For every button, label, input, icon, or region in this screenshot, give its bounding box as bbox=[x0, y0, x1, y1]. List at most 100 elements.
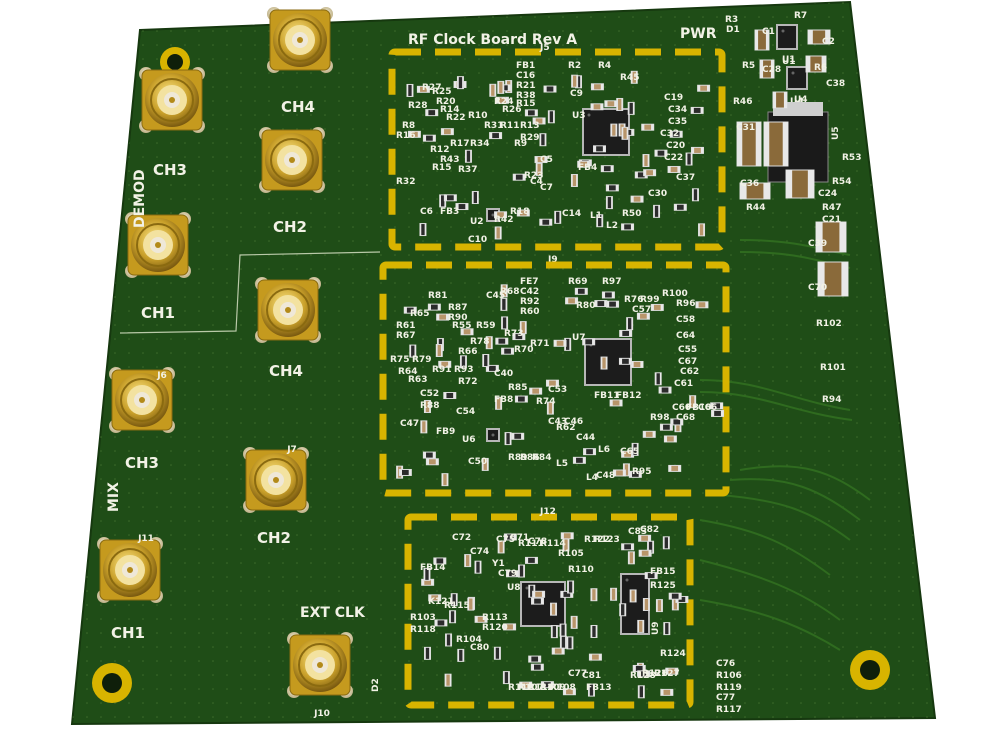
sma-connector-icon[interactable]: CH3 bbox=[139, 67, 205, 179]
component-ref-label: C65 bbox=[620, 447, 639, 457]
component-ref-label: C31 bbox=[736, 123, 755, 133]
sma-connector-icon[interactable]: CH1 bbox=[125, 212, 191, 322]
passive-component bbox=[689, 395, 697, 409]
passive-component bbox=[504, 432, 512, 446]
passive-component bbox=[543, 85, 557, 93]
passive-component bbox=[736, 121, 762, 167]
passive-component bbox=[503, 623, 517, 631]
passive-component bbox=[590, 83, 604, 91]
passive-component bbox=[443, 391, 457, 399]
passive-component bbox=[785, 169, 815, 199]
passive-component bbox=[512, 333, 526, 341]
component-ref-label: R23 bbox=[524, 171, 543, 181]
passive-component bbox=[572, 456, 586, 464]
component-ref-label: R63 bbox=[408, 375, 427, 385]
component-ref-label: R4 bbox=[598, 61, 611, 71]
component-ref-label: C46 bbox=[564, 417, 583, 427]
passive-component bbox=[519, 321, 527, 335]
passive-component bbox=[467, 597, 475, 611]
component-ref-label: R84 bbox=[532, 453, 551, 463]
component-ref-label: FB15 bbox=[650, 567, 676, 577]
component-ref-label: C14 bbox=[562, 209, 581, 219]
component-ref-label: C64 bbox=[676, 331, 695, 341]
ic-ref-label: U8 bbox=[507, 583, 521, 593]
connector-channel-label: CH2 bbox=[273, 218, 307, 236]
sma-connector-icon[interactable]: CH4 bbox=[255, 277, 321, 380]
passive-component bbox=[655, 599, 663, 613]
component-ref-label: R123 bbox=[594, 535, 620, 545]
passive-component bbox=[582, 338, 596, 346]
component-ref-label: R79 bbox=[412, 355, 431, 365]
sma-connector-icon[interactable]: J10 bbox=[287, 632, 353, 719]
shield-ref-label: J9 bbox=[547, 255, 558, 265]
section-divider bbox=[119, 251, 381, 334]
passive-component bbox=[590, 624, 598, 638]
component-ref-label: C75 bbox=[496, 535, 515, 545]
passive-component bbox=[663, 435, 677, 443]
component-ref-label: R115 bbox=[444, 601, 470, 611]
passive-component bbox=[621, 543, 635, 551]
connector-channel-label: CH3 bbox=[125, 454, 159, 472]
component-ref-label: C4 bbox=[530, 177, 543, 187]
passive-component bbox=[667, 165, 681, 173]
passive-component bbox=[570, 173, 578, 187]
passive-component bbox=[600, 165, 614, 173]
component-ref-label: C21 bbox=[822, 215, 841, 225]
component-ref-label: U4 bbox=[794, 95, 808, 105]
component-ref-label: R103 bbox=[410, 613, 436, 623]
passive-component bbox=[559, 635, 567, 649]
passive-component bbox=[501, 347, 515, 355]
passive-component bbox=[560, 590, 574, 598]
passive-component bbox=[711, 409, 725, 417]
component-ref-label: R73 bbox=[504, 329, 523, 339]
component-ref-label: C35 bbox=[668, 117, 687, 127]
component-ref-label: C9 bbox=[570, 89, 583, 99]
passive-component bbox=[583, 448, 597, 456]
passive-component bbox=[419, 223, 427, 237]
passive-component bbox=[669, 130, 683, 138]
component-ref-label: C20 bbox=[666, 141, 685, 151]
component-ref-label: R118 bbox=[410, 625, 436, 635]
component-ref-label: R87 bbox=[448, 303, 467, 313]
component-ref-label: R68 bbox=[500, 287, 519, 297]
passive-component bbox=[460, 328, 474, 336]
passive-component bbox=[565, 297, 579, 305]
passive-component bbox=[438, 360, 452, 368]
component-ref-label: R15 bbox=[432, 163, 451, 173]
component-ref-label: R80 bbox=[576, 301, 595, 311]
passive-component bbox=[423, 646, 431, 660]
component-ref-label: R21 bbox=[516, 81, 535, 91]
component-ref-label: R116 bbox=[528, 683, 554, 693]
component-ref-label: C53 bbox=[548, 385, 567, 395]
passive-component bbox=[471, 191, 479, 205]
component-ref-label: C81 bbox=[582, 671, 601, 681]
component-ref-label: L4 bbox=[586, 473, 598, 483]
signal-traces bbox=[699, 239, 871, 651]
passive-component bbox=[554, 210, 562, 224]
passive-component bbox=[420, 420, 428, 434]
component-ref-label: C83 bbox=[628, 527, 647, 537]
component-ref-label: R120 bbox=[482, 623, 508, 633]
passive-component bbox=[605, 196, 613, 210]
passive-component bbox=[449, 610, 457, 624]
component-ref-label: C76 bbox=[716, 659, 735, 669]
component-ref-label: R92 bbox=[520, 297, 539, 307]
component-ref-label: C24 bbox=[818, 189, 837, 199]
passive-component bbox=[500, 284, 508, 298]
passive-component bbox=[691, 188, 699, 202]
component-ref-label: R102 bbox=[816, 319, 842, 329]
component-ref-label: R27 bbox=[422, 83, 441, 93]
passive-component bbox=[502, 671, 510, 685]
ext-clk-label: EXT CLK bbox=[300, 605, 366, 621]
passive-component bbox=[398, 468, 412, 476]
passive-component bbox=[772, 91, 788, 109]
sma-connector-icon[interactable]: CH4 bbox=[267, 7, 333, 116]
component-ref-label: C79 bbox=[498, 569, 517, 579]
sma-connector-icon[interactable]: CH2 bbox=[259, 127, 325, 236]
passive-component bbox=[654, 149, 668, 157]
